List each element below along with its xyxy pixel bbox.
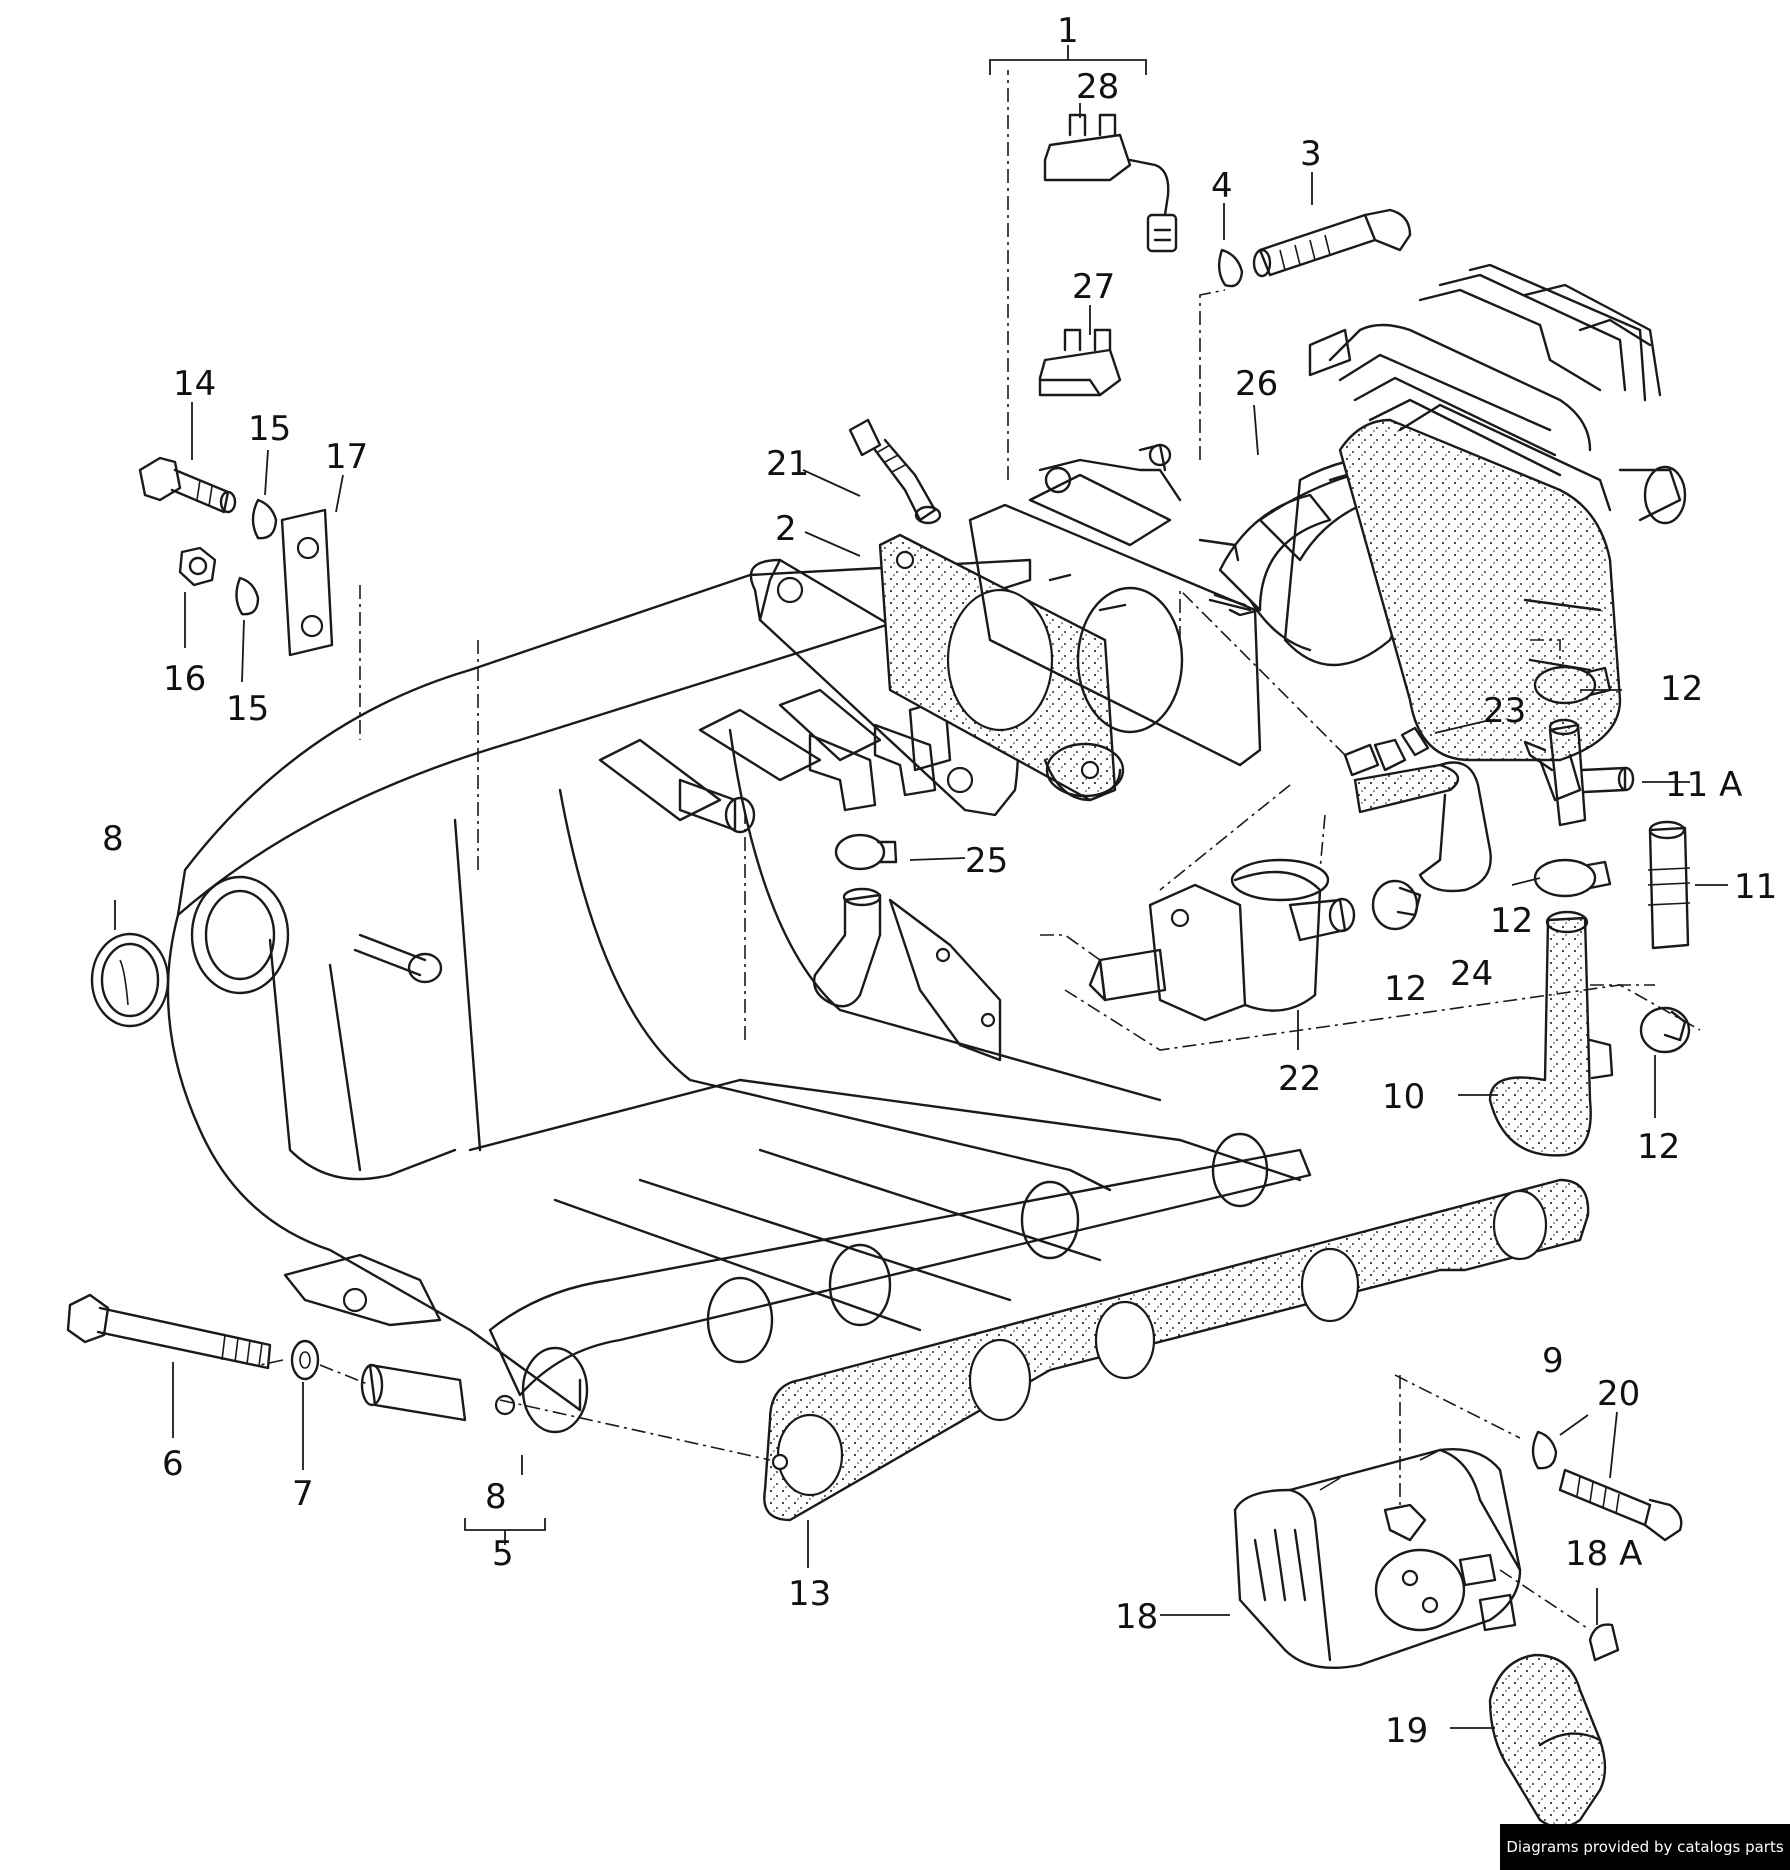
hose-clip-small [834,833,898,871]
hose-clip-lower-right [1639,1006,1691,1054]
callout-26: 26 [1235,364,1278,404]
callout-labels: 1 28 3 4 27 26 14 15 17 21 2 16 15 12 23… [102,11,1777,1751]
vacuum-pipe [813,887,1002,1062]
throttle-body [878,443,1262,802]
actuator-spring-washer [1531,1430,1558,1470]
callout-11: 11 [1734,867,1777,907]
breather-screw [1343,726,1430,777]
coolant-hose [1488,910,1614,1157]
callout-2: 2 [775,509,797,549]
callout-21: 21 [766,444,809,484]
connector-housing [1488,1653,1607,1829]
callout-23: 23 [1483,691,1526,731]
callout-16: 16 [163,659,206,699]
callout-12-middle: 12 [1490,901,1533,941]
throttle-switch [1038,328,1122,397]
callout-14: 14 [173,364,216,404]
callout-28: 28 [1076,67,1119,107]
air-intake-housing [1308,263,1687,802]
callout-12-center: 12 [1384,969,1427,1009]
leader-lines [114,45,1728,1729]
callout-17: 17 [325,437,368,477]
hex-nut [178,546,217,587]
manifold-gasket [763,1178,1590,1522]
callout-9: 9 [1542,1341,1564,1381]
hex-bolt [138,456,237,514]
callout-18: 18 [1115,1597,1158,1637]
long-bolt [66,1293,272,1370]
callout-15-lower: 15 [226,689,269,729]
callout-12-top: 12 [1660,669,1703,709]
callout-15-upper: 15 [248,409,291,449]
socket-head-bolt [1252,208,1412,278]
callout-12-bottom: 12 [1637,1127,1680,1167]
callout-4: 4 [1211,166,1233,206]
seal-ring [90,932,170,1028]
air-hose [1353,761,1492,893]
callout-1: 1 [1057,11,1079,51]
spring-washer-lower [235,576,260,616]
intake-manifold [166,558,1312,1434]
idle-stabiliser-valve [1088,858,1356,1022]
assembly-lines [259,70,1701,1631]
callout-7: 7 [292,1474,314,1514]
callout-3: 3 [1300,134,1322,174]
callout-18a: 18 A [1565,1534,1642,1574]
hose-connector [1647,820,1691,950]
callout-19: 19 [1385,1711,1428,1751]
hose-clip-throttle-side [1533,858,1612,898]
callout-5: 5 [492,1534,514,1574]
t-piece-connector [1523,718,1635,827]
hose-clip-upper-right [1533,665,1612,705]
callout-25: 25 [965,841,1008,881]
callout-8-upper: 8 [102,819,124,859]
throttle-actuator [1233,1448,1522,1670]
callout-10: 10 [1382,1077,1425,1117]
callout-13: 13 [788,1574,831,1614]
callout-8-lower: 8 [485,1477,507,1517]
spring-washer-upper [251,498,278,540]
protective-cap [1588,1623,1620,1662]
diagram-credit-banner: Diagrams provided by catalogs parts [1500,1824,1790,1870]
flat-washer [290,1339,320,1381]
throttle-switch-with-lead [1043,113,1178,253]
callout-24: 24 [1450,954,1493,994]
callout-6: 6 [162,1444,184,1484]
temperature-sensor [848,418,942,525]
callout-20: 20 [1597,1374,1640,1414]
callout-11a: 11 A [1665,765,1742,805]
callout-27: 27 [1072,267,1115,307]
actuator-bolt [1558,1468,1683,1542]
spring-washer [1217,248,1244,288]
hose-clip-idle-valve [1371,879,1422,931]
mounting-bracket [280,508,334,657]
callout-22: 22 [1278,1059,1321,1099]
